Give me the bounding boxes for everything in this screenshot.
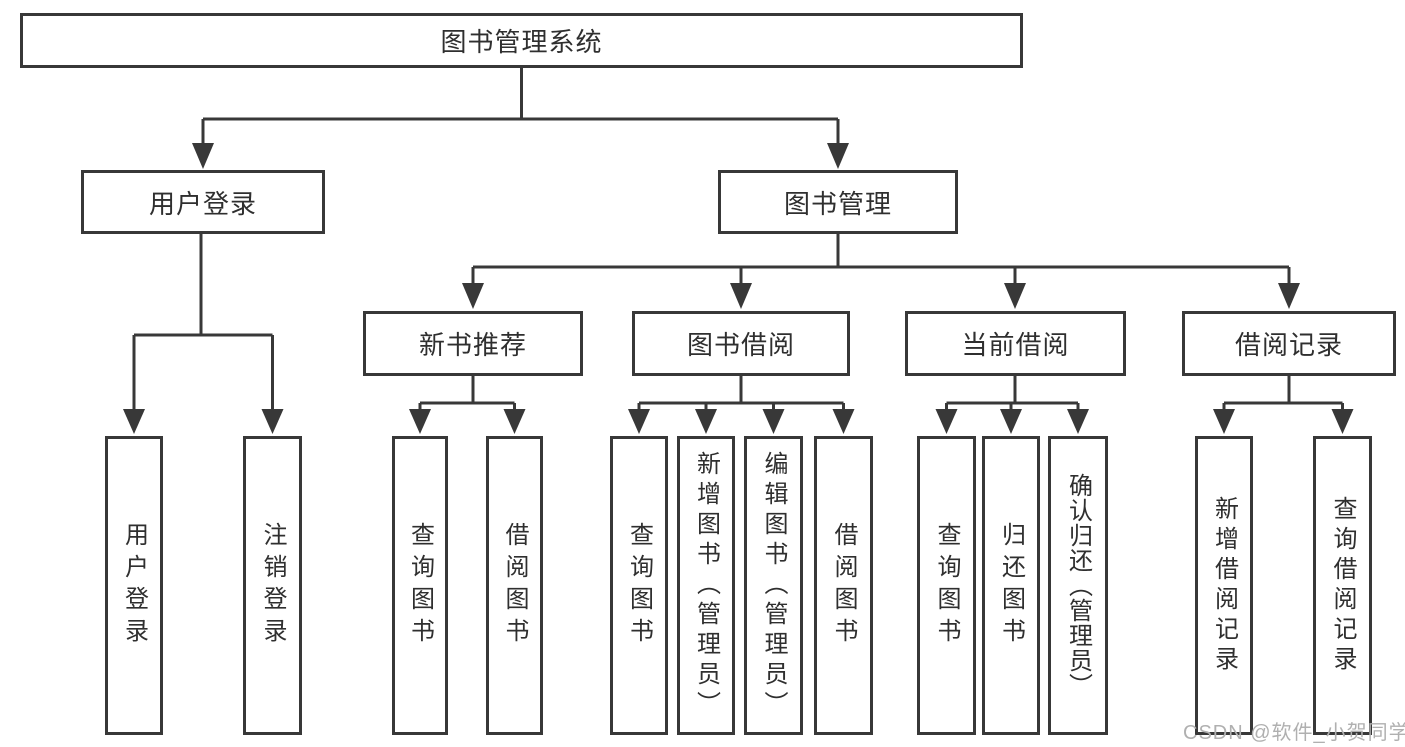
node-label: 查询图书 bbox=[625, 521, 653, 650]
node-leaf-add-books-admin: 新增图书（管理员） bbox=[677, 436, 735, 735]
node-new-book-recommend: 新书推荐 bbox=[363, 311, 583, 376]
node-leaf-edit-books-admin: 编辑图书（管理员） bbox=[744, 436, 803, 735]
node-label: 查询图书 bbox=[406, 521, 434, 650]
node-leaf-add-borrow-record: 新增借阅记录 bbox=[1195, 436, 1253, 735]
node-leaf-query-borrow-record: 查询借阅记录 bbox=[1313, 436, 1372, 735]
node-label: 确认归还（管理员） bbox=[1064, 473, 1092, 698]
node-label: 图书借阅 bbox=[686, 330, 795, 360]
node-label: 归还图书 bbox=[997, 521, 1025, 650]
node-leaf-return-books: 归还图书 bbox=[982, 436, 1040, 735]
node-user-login: 用户登录 bbox=[81, 170, 325, 234]
node-book-management: 图书管理 bbox=[718, 170, 958, 234]
node-book-borrowing: 图书借阅 bbox=[632, 311, 850, 376]
node-label: 新书推荐 bbox=[418, 330, 527, 360]
connector-borrowing-records-to-leaves bbox=[1213, 376, 1354, 434]
connector-book-management-to-level3 bbox=[462, 234, 1300, 309]
node-label: 借阅图书 bbox=[501, 521, 528, 650]
node-leaf-logout: 注销登录 bbox=[243, 436, 302, 735]
node-current-borrowing: 当前借阅 bbox=[905, 311, 1126, 376]
node-leaf-borrow-books-2: 借阅图书 bbox=[814, 436, 873, 735]
node-label: 当前借阅 bbox=[961, 330, 1070, 360]
node-label: 新增图书（管理员） bbox=[692, 450, 720, 721]
node-label: 查询图书 bbox=[933, 521, 960, 650]
connector-book-borrowing-to-leaves bbox=[628, 376, 855, 434]
node-root-system: 图书管理系统 bbox=[20, 13, 1023, 68]
connector-new-book-recommend-to-leaves bbox=[409, 376, 526, 434]
node-label: 借阅记录 bbox=[1234, 330, 1343, 360]
watermark-text: CSDN @软件_小贺同学 bbox=[1183, 722, 1405, 744]
node-leaf-user-login: 用户登录 bbox=[105, 436, 163, 735]
node-leaf-borrow-books-1: 借阅图书 bbox=[486, 436, 543, 735]
node-label: 新增借阅记录 bbox=[1210, 495, 1238, 676]
node-leaf-confirm-return-admin: 确认归还（管理员） bbox=[1048, 436, 1108, 735]
node-leaf-query-books-2: 查询图书 bbox=[610, 436, 668, 735]
node-label: 查询借阅记录 bbox=[1329, 495, 1356, 676]
node-leaf-query-books-3: 查询图书 bbox=[917, 436, 976, 735]
node-label: 借阅图书 bbox=[830, 521, 857, 650]
node-label: 图书管理 bbox=[783, 188, 892, 219]
node-borrowing-records: 借阅记录 bbox=[1182, 311, 1396, 376]
node-leaf-query-books-1: 查询图书 bbox=[392, 436, 448, 735]
node-label: 用户登录 bbox=[148, 188, 257, 219]
node-label: 用户登录 bbox=[120, 521, 148, 650]
node-label: 图书管理系统 bbox=[440, 27, 603, 57]
node-label: 编辑图书（管理员） bbox=[760, 450, 787, 721]
node-label: 注销登录 bbox=[259, 521, 286, 650]
connector-user-login-to-leaves bbox=[123, 234, 284, 434]
connector-root-to-level2 bbox=[192, 68, 849, 169]
connector-current-borrowing-to-leaves bbox=[935, 376, 1089, 434]
